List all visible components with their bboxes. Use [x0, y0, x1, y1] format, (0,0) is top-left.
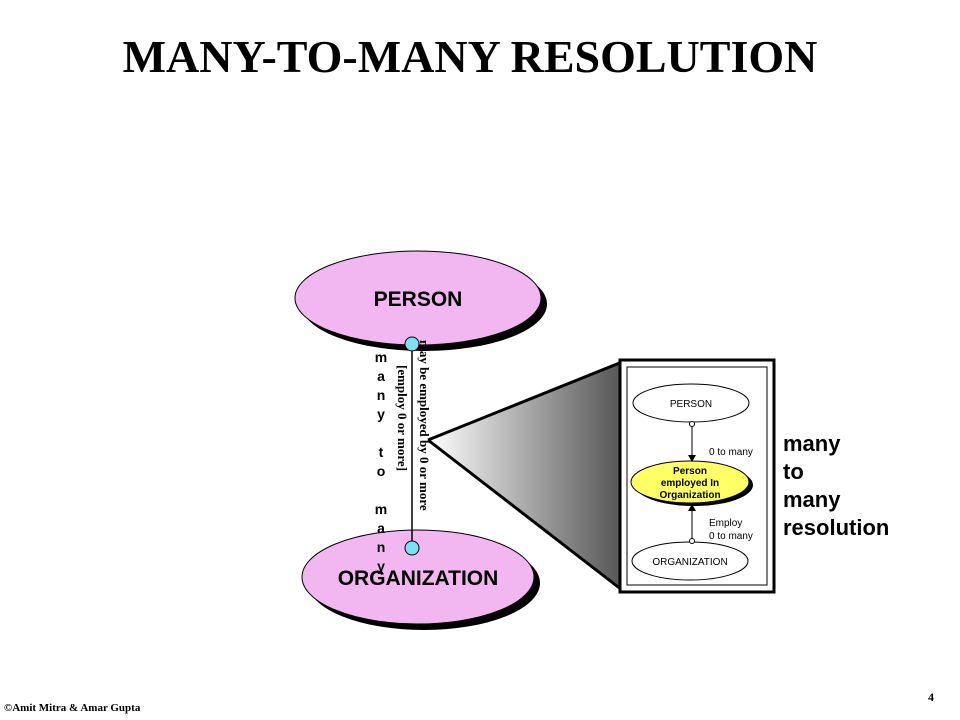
- inset-bottom-role: Employ: [709, 518, 742, 529]
- inset-associative-label-1: Person: [673, 466, 707, 477]
- relationship-name-char: n: [377, 387, 386, 403]
- inset-arrowhead-down-icon: [688, 455, 696, 462]
- inset-arrowhead-up-icon: [688, 504, 696, 511]
- zoom-wedge-edge-bottom: [427, 438, 623, 592]
- relationship-name-char: y: [377, 406, 385, 422]
- copyright-notice: ©Amit Mitra & Amar Gupta: [4, 702, 141, 714]
- page-number: 4: [928, 690, 934, 704]
- inset-connector-bottom-dot: [689, 538, 695, 544]
- inset-person-label: PERSON: [670, 399, 712, 410]
- resolution-caption-line: many: [783, 487, 841, 512]
- relationship-name: m a n y t o m a n y: [375, 349, 387, 574]
- inset-associative-entity: [630, 460, 750, 504]
- resolution-caption-line: to: [783, 459, 804, 484]
- relationship-name-char: a: [377, 520, 385, 536]
- connector-dot-top: [404, 336, 420, 352]
- zoom-wedge: [428, 362, 622, 590]
- person-entity-label: PERSON: [374, 288, 463, 311]
- resolution-caption-line: many: [783, 431, 841, 456]
- relationship-name-char: o: [377, 463, 386, 479]
- relationship-name-char: n: [377, 539, 386, 555]
- inset-associative-label-2: employed In: [661, 478, 719, 489]
- resolution-caption-line: resolution: [783, 515, 890, 540]
- organization-entity: [301, 529, 535, 625]
- relationship-name-char: y: [377, 558, 385, 574]
- inset-associative-label-3: Organization: [659, 490, 720, 501]
- page-title: MANY-TO-MANY RESOLUTION: [122, 31, 818, 82]
- relationship-name-char: m: [375, 501, 387, 517]
- resolution-caption: many to many resolution: [783, 430, 889, 542]
- inset-bottom-cardinality: 0 to many: [709, 531, 753, 542]
- relationship-name-char: m: [375, 349, 387, 365]
- organization-entity-label: ORGANIZATION: [338, 567, 499, 590]
- zoom-wedge-edge-top: [427, 360, 623, 442]
- inset-connector-top-dot: [689, 421, 695, 427]
- role-reverse-label: [employ 0 or more]: [395, 365, 410, 471]
- role-forward-label: may be employed by 0 or more: [417, 340, 432, 511]
- inset-organization-label: ORGANIZATION: [652, 557, 727, 568]
- inset-top-cardinality: 0 to many: [709, 447, 753, 458]
- relationship-name-char: t: [379, 444, 384, 460]
- connector-dot-bottom: [404, 540, 420, 556]
- relationship-name-char: a: [377, 368, 385, 384]
